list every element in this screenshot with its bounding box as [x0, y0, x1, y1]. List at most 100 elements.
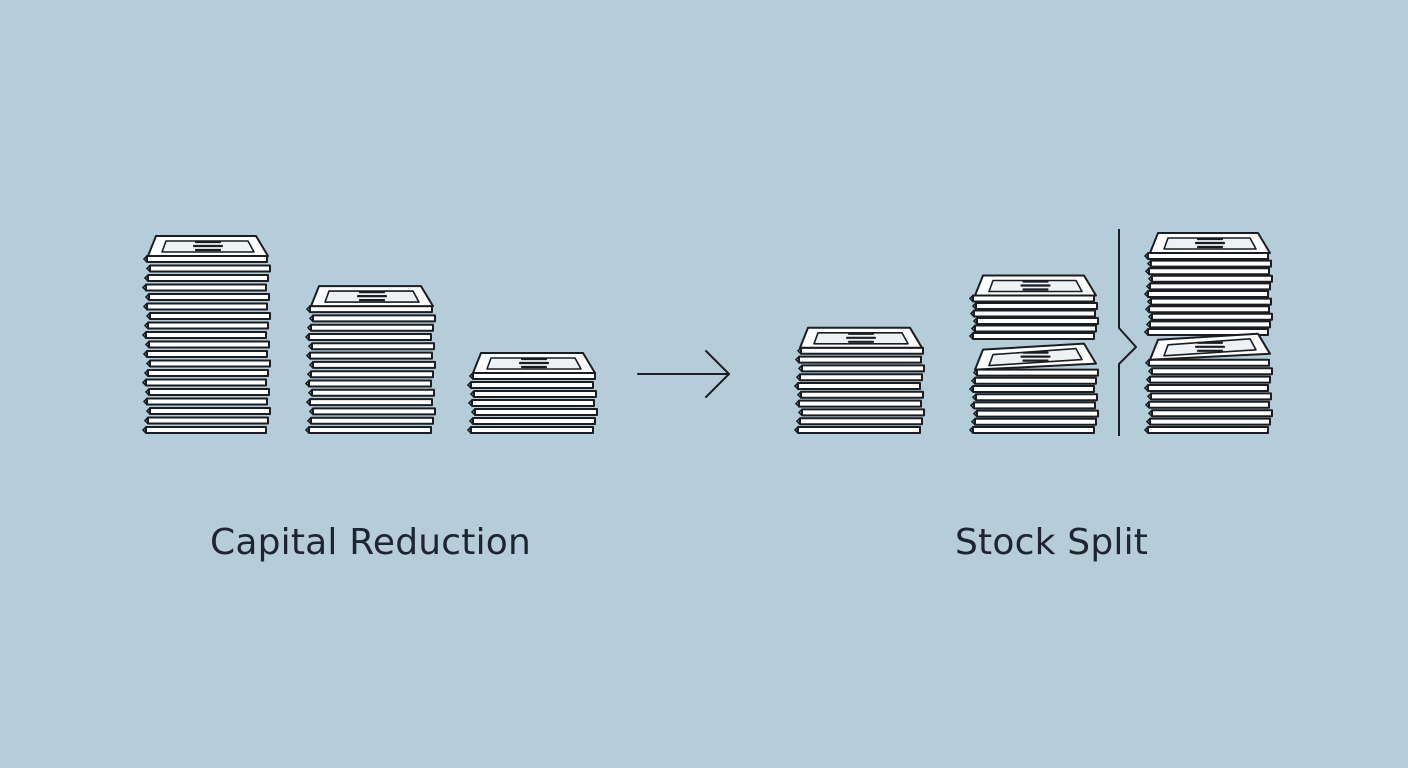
paper-sheet: [800, 390, 924, 399]
sheet-edge: [968, 426, 974, 434]
sheet-edge: [970, 324, 976, 333]
sheet-edge: [1143, 384, 1149, 392]
capital-reduction-stack-medium: [304, 285, 436, 434]
paper-sheet: [972, 426, 1095, 434]
sheet-edge: [304, 426, 310, 434]
sheet-edge: [145, 312, 151, 320]
paper-sheet: [801, 364, 925, 373]
sheet-edge: [797, 364, 803, 372]
paper-sheet: [1148, 267, 1270, 276]
sheet-edge: [469, 390, 475, 398]
sheet-edge: [467, 399, 473, 407]
paper-sheet: [1150, 297, 1272, 306]
paper-sheet: [1147, 328, 1269, 336]
sheet-edge: [795, 373, 801, 381]
sheet-edge: [145, 359, 151, 368]
split-divider-line: [1118, 229, 1137, 436]
paper-sheet: [1151, 367, 1273, 376]
sheet-edge: [797, 408, 803, 416]
paper-sheet: [308, 379, 432, 388]
sheet-edge: [970, 418, 976, 426]
paper-sheet: [1147, 290, 1269, 298]
stock-split-bottom-left-stack: [968, 342, 1099, 434]
paper-sheet: [1148, 400, 1270, 409]
paper-sheet: [972, 332, 1095, 340]
paper-sheet: [1151, 409, 1273, 418]
sheet-edge: [793, 382, 799, 390]
stock-split-bottom-right-stack: [1143, 332, 1273, 434]
sheet-edge: [1143, 252, 1149, 260]
sheet-edge: [466, 426, 472, 434]
sheet-edge: [145, 407, 151, 415]
paper-sheet: [973, 401, 1096, 410]
paper-sheet: [309, 398, 433, 407]
sheet-edge: [306, 324, 312, 332]
sheet-edge: [1145, 282, 1151, 290]
paper-sheet: [1149, 375, 1271, 384]
sheet-edge: [795, 417, 801, 425]
paper-sheet: [798, 399, 922, 408]
paper-sheet: [312, 314, 436, 323]
paper-sheet: [145, 283, 267, 292]
sheet-edge: [466, 381, 472, 389]
paper-sheet: [308, 426, 432, 434]
sheet-edge: [144, 293, 150, 301]
sheet-edge: [305, 398, 311, 406]
paper-sheet: [472, 417, 596, 425]
paper-sheet: [146, 397, 268, 406]
sheet-edge: [143, 321, 149, 330]
stock-split-top-left-stack: [968, 274, 1099, 340]
sheet-edge: [1145, 418, 1151, 426]
paper-sheet: [312, 407, 436, 416]
sheet-edge: [308, 407, 314, 415]
paper-sheet: [973, 309, 1096, 318]
paper-sheet: [309, 351, 433, 360]
sheet-edge: [1144, 305, 1150, 313]
paper-sheet: [145, 378, 267, 387]
paper-sheet: [310, 370, 434, 379]
paper-sheet: [310, 416, 434, 425]
paper-sheet: [797, 426, 921, 434]
paper-sheet: [974, 417, 1097, 426]
paper-sheet: [975, 393, 1098, 402]
sheet-edge: [796, 391, 802, 399]
sheet-edge: [793, 426, 799, 434]
sheet-edge: [308, 361, 314, 369]
paper-sheet: [1149, 282, 1271, 291]
paper-sheet: [147, 321, 269, 330]
paper-sheet: [797, 382, 921, 390]
sheet-edge: [1147, 409, 1153, 417]
paper-sheet: [147, 416, 269, 425]
sheet-edge: [143, 369, 149, 377]
paper-sheet: [145, 426, 267, 434]
paper-sheet: [147, 274, 269, 282]
sheet-edge: [306, 370, 312, 378]
paper-sheet: [799, 373, 923, 382]
sheet-edge: [1143, 426, 1149, 434]
paper-sheet: [148, 293, 270, 301]
sheet-edge: [969, 401, 975, 409]
paper-sheet: [976, 368, 1099, 377]
sheet-edge: [1146, 260, 1152, 268]
sheet-edge: [308, 314, 314, 322]
sheet-edge: [304, 379, 310, 388]
sheet-edge: [968, 294, 974, 303]
paper-sheet: [146, 350, 268, 358]
sheet-edge: [143, 274, 149, 282]
sheet-edge: [971, 393, 977, 401]
sheet-edge: [141, 331, 147, 339]
sheet-edge: [1143, 328, 1149, 336]
paper-sheet: [470, 381, 594, 389]
paper-sheet: [974, 324, 1097, 333]
paper-sheet: [1148, 358, 1270, 367]
sheet-edge: [142, 302, 148, 311]
paper-sheet: [1150, 259, 1272, 268]
sheet-edge: [1144, 267, 1150, 275]
paper-sheet: [1151, 274, 1273, 283]
sheet-edge: [144, 340, 150, 349]
paper-sheet: [147, 369, 269, 377]
capital-reduction-stack-small: [466, 352, 598, 434]
paper-sheet: [976, 317, 1099, 325]
sheet-edge: [142, 350, 148, 358]
